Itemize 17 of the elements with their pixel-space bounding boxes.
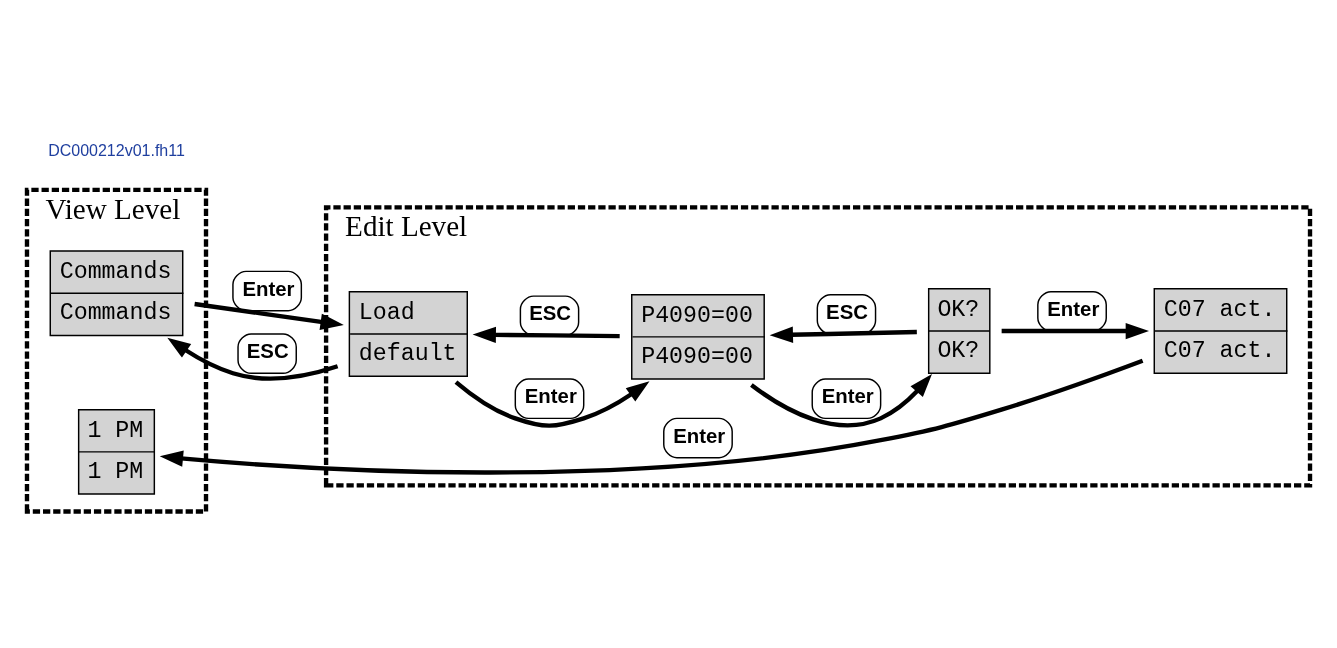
edge-label: Enter <box>524 384 577 407</box>
arrow <box>454 379 650 428</box>
edge-label: ESC <box>246 339 289 362</box>
arrow <box>769 326 917 343</box>
arrow <box>194 301 344 330</box>
edge-label: ESC <box>826 300 868 323</box>
arrow <box>472 326 620 343</box>
label: DC000212v01.fh11 <box>48 141 185 159</box>
arrow <box>159 358 1144 475</box>
edge-label: ESC <box>529 301 572 324</box>
arrow <box>167 337 339 381</box>
edge-label: Enter <box>821 384 874 407</box>
edge-label: Enter <box>673 424 726 447</box>
edge-label: Enter <box>242 277 295 300</box>
edge-label: Enter <box>1047 297 1100 320</box>
arrow <box>1001 322 1149 339</box>
arrow <box>750 373 932 427</box>
